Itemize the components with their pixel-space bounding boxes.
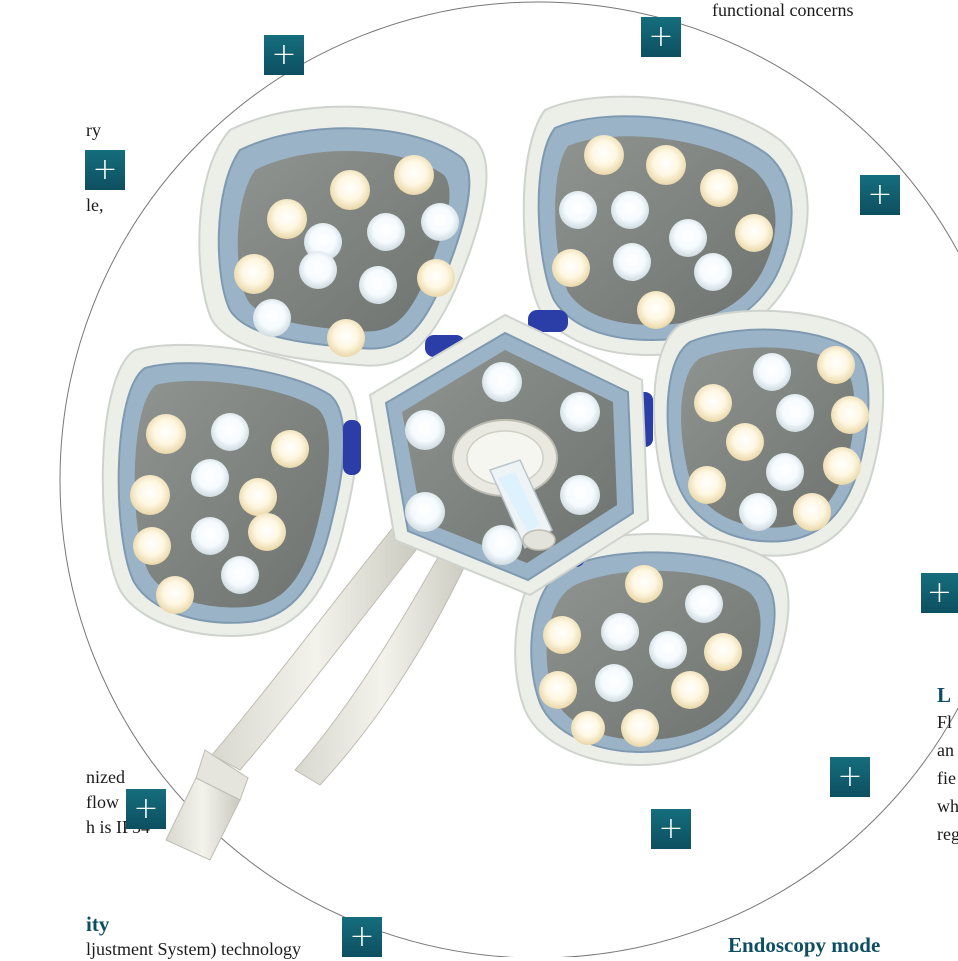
plus-icon: +	[658, 811, 684, 846]
led-array	[130, 135, 869, 747]
feature-heading-right: L	[937, 683, 952, 707]
plus-icon: +	[271, 37, 297, 72]
plus-icon: +	[349, 919, 375, 954]
plus-icon: +	[837, 759, 863, 794]
feature-text-left-4: le,	[86, 195, 104, 215]
support-arm	[165, 524, 471, 861]
feature-hotspot-left-lower[interactable]: +	[126, 789, 166, 829]
plus-icon: +	[133, 791, 159, 826]
feature-text-right-4: wh	[937, 796, 958, 816]
sterile-handle	[452, 419, 558, 551]
feature-text-right-5: reg	[937, 824, 958, 844]
feature-heading-bottom-left: ity	[86, 912, 110, 936]
feature-hotspot-right-upper[interactable]: +	[860, 175, 900, 215]
plus-icon: +	[867, 177, 893, 212]
plus-icon: +	[926, 575, 953, 610]
feature-hotspot-left-upper[interactable]: +	[85, 150, 125, 190]
feature-text-left-1: ry	[86, 120, 101, 140]
feature-hotspot-right-lower[interactable]: +	[830, 757, 870, 797]
feature-heading-endoscopy: Endoscopy mode	[728, 933, 881, 957]
feature-hotspot-bottom-right[interactable]: +	[651, 809, 691, 849]
feature-text-bottom-left-1: nized	[86, 767, 125, 787]
feature-text-right-3: fie	[937, 768, 956, 788]
feature-text-bottom-left-body: ljustment System) technology	[86, 939, 301, 959]
plus-icon: +	[648, 19, 674, 54]
feature-hotspot-right-middle[interactable]: +	[921, 573, 958, 613]
feature-text-right-2: an	[937, 740, 954, 760]
feature-text-top-right: functional concerns	[712, 0, 854, 20]
feature-text-right-1: Fl	[937, 712, 953, 732]
plus-icon: +	[92, 152, 118, 187]
feature-hotspot-top-left[interactable]: +	[264, 35, 304, 75]
feature-text-bottom-left-2: flow	[86, 792, 119, 812]
feature-hotspot-top-right[interactable]: +	[641, 17, 681, 57]
feature-hotspot-bottom-left[interactable]: +	[342, 917, 382, 957]
